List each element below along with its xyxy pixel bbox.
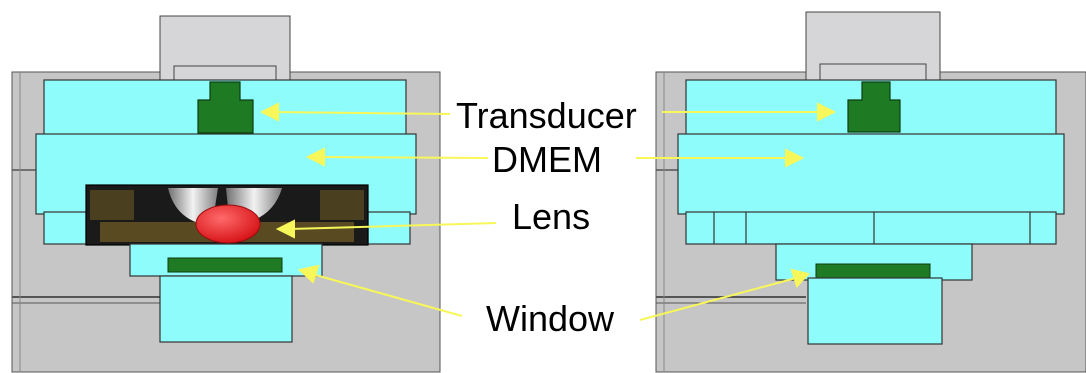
arrowhead-window-right [790,268,810,288]
right-transducer-icon [847,81,901,133]
window-icon [167,257,283,273]
lens-holder-rim-right [320,190,364,220]
right-window-icon [815,263,931,279]
arrowhead-dmem-left [305,147,325,167]
arrow-dmem-left [319,156,489,159]
left-bottom-block [159,275,293,343]
arrow-transducer-left [271,111,451,115]
arrow-window-right [639,277,797,321]
label-lens: Lens [512,196,590,237]
label-window: Window [486,298,615,339]
right-transducer-holder-neck [819,63,927,83]
left-dmem-ledge-right [367,211,411,245]
right-dmem-main [677,133,1065,215]
right-panel-without-lens [655,11,1086,373]
left-panel-with-lens [11,15,441,373]
arrowhead-transducer-right [817,102,837,122]
arrowhead-dmem-right [785,148,805,168]
arrowhead-lens [275,219,295,239]
label-transducer: Transducer [456,95,637,136]
left-dmem-ledge-left [43,211,87,245]
arrowhead-window-left [297,264,320,284]
lens-holder-rim-left [90,190,134,220]
label-dmem: DMEM [492,139,602,180]
lens-icon [195,204,261,244]
right-dmem-lower [685,211,1057,245]
transducer-icon [197,81,254,134]
right-bottom-block [807,277,943,345]
arrow-window-left [311,273,463,317]
arrow-lens [289,222,497,230]
arrowhead-transducer-left [259,102,279,122]
pointer-arrows [259,102,837,321]
